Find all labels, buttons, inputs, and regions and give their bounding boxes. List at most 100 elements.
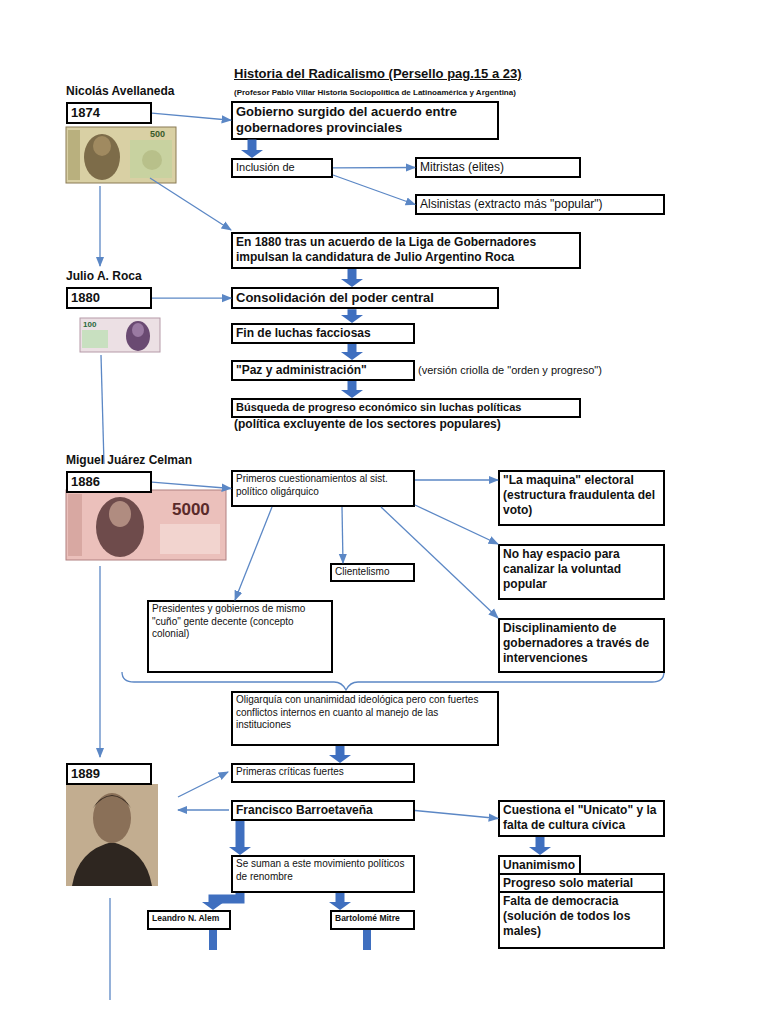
president-name: Nicolás Avellaneda xyxy=(66,84,175,98)
box-text: "Paz y administración" xyxy=(236,363,410,378)
leader-line xyxy=(150,178,231,230)
photo-beard xyxy=(100,830,124,838)
continuation-bar xyxy=(209,930,217,950)
box-text: En 1880 tras un acuerdo de la Liga de Go… xyxy=(236,235,576,265)
box-text: Cuestiona el "Unicato" y la falta de cul… xyxy=(503,803,660,833)
box-text: Fin de luchas facciosas xyxy=(236,326,410,341)
banknote-seal xyxy=(142,150,162,170)
box-text: 1880 xyxy=(71,290,147,306)
connector-line xyxy=(152,297,231,298)
photo-background xyxy=(66,784,158,886)
box-text: Gobierno surgido del acuerdo entre gober… xyxy=(236,104,494,137)
arrow-head xyxy=(202,902,224,910)
box-text: Primeras críticas fuertes xyxy=(236,766,410,779)
text-box: 1880 xyxy=(66,287,152,309)
arrow-head xyxy=(329,755,351,763)
banknote-portrait xyxy=(84,134,120,180)
connector xyxy=(341,309,363,323)
photo-suit xyxy=(72,842,152,886)
box-text: Disciplinamiento de gobernadores a travé… xyxy=(503,621,660,666)
connector-line xyxy=(381,507,498,618)
continuation-bar xyxy=(363,930,371,950)
text-box: Oligarquía con unanimidad ideológica per… xyxy=(231,691,499,746)
connector xyxy=(152,113,231,120)
text-box: Mitristas (elites) xyxy=(415,157,581,178)
connector xyxy=(329,746,351,763)
arrow-head xyxy=(341,390,363,398)
connector-shaft xyxy=(348,269,357,280)
connector-shaft xyxy=(336,893,345,903)
box-text: Primeros cuestionamientos al sist. polít… xyxy=(236,473,410,498)
connector-line xyxy=(415,505,498,544)
box-text: Búsqueda de progreso económico sin lucha… xyxy=(236,401,576,415)
text-box: Gobierno surgido del acuerdo entre gober… xyxy=(231,101,499,140)
connector xyxy=(342,507,343,563)
connector-shaft xyxy=(213,893,240,903)
text-box: Disciplinamiento de gobernadores a travé… xyxy=(498,618,665,673)
connector xyxy=(415,811,498,819)
text-box: Presidentes y gobiernos de mismo "cuño" … xyxy=(147,600,333,673)
box-text: 1874 xyxy=(71,105,147,121)
connector-line xyxy=(342,507,343,563)
connector xyxy=(341,269,363,287)
text-box: Leandro N. Alem xyxy=(147,910,231,930)
box-text: 1886 xyxy=(71,474,147,490)
connector xyxy=(341,344,363,360)
text-box: "Paz y administración" xyxy=(231,360,415,381)
banknote-500 xyxy=(66,127,176,183)
banknote-panel xyxy=(82,330,108,348)
leader-line xyxy=(99,566,100,757)
box-text: Consolidación del poder central xyxy=(236,290,494,306)
connector xyxy=(152,482,231,488)
portrait-photo xyxy=(66,784,158,886)
connector xyxy=(333,167,415,168)
box-text: Bartolomé Mitre xyxy=(335,913,410,924)
connector-line xyxy=(415,811,498,819)
president-name: Julio A. Roca xyxy=(66,269,142,283)
subtitle-note: (Profesor Pablo Villar Historia Sociopol… xyxy=(234,88,516,98)
text-box: Primeras críticas fuertes xyxy=(231,763,415,783)
box-text: "La maquina" electoral (estructura fraud… xyxy=(503,473,660,518)
connector xyxy=(329,893,351,910)
connector xyxy=(152,298,231,299)
box-text: Progreso solo material xyxy=(503,876,660,891)
banknote-body xyxy=(80,318,160,352)
leader-line xyxy=(101,355,104,464)
connector xyxy=(235,507,272,600)
banknote-face xyxy=(109,501,131,527)
connector-line xyxy=(333,175,415,205)
connector-line xyxy=(333,167,415,169)
grouping-brace xyxy=(122,672,664,690)
box-text: No hay espacio para canalizar la volunta… xyxy=(503,547,660,592)
box-text: 1889 xyxy=(71,766,147,782)
president-name: Miguel Juárez Celman xyxy=(66,453,192,467)
text-box: Búsqueda de progreso económico sin lucha… xyxy=(231,398,581,418)
arrow-head xyxy=(341,279,363,287)
banknote-body xyxy=(66,127,176,183)
connector-line xyxy=(415,479,498,480)
text-box: No hay espacio para canalizar la volunta… xyxy=(498,544,665,600)
text-box: Falta de democracia (solución de todos l… xyxy=(498,891,665,949)
banknote-panel xyxy=(160,524,220,554)
arrow-head xyxy=(241,150,263,158)
box-text: Presidentes y gobiernos de mismo "cuño" … xyxy=(152,603,328,641)
box-text: Unanimismo xyxy=(503,858,576,873)
connector xyxy=(333,175,415,205)
banknote-body xyxy=(66,490,226,560)
banknote-strip xyxy=(68,494,82,556)
text-box: 1886 xyxy=(66,471,152,493)
text-box: Fin de luchas facciosas xyxy=(231,323,415,344)
connector xyxy=(529,837,551,855)
text-box: En 1880 tras un acuerdo de la Liga de Go… xyxy=(231,232,581,269)
side-note: (versión criolla de "orden y progreso") xyxy=(418,364,602,377)
banknote-panel xyxy=(130,140,172,178)
arrow-head xyxy=(229,847,251,855)
text-box: 1874 xyxy=(66,102,152,124)
connector xyxy=(415,505,498,544)
text-box: Inclusión de xyxy=(231,158,333,178)
side-note: (política excluyente de los sectores pop… xyxy=(234,417,501,431)
box-text: Se suman a este movimiento políticos de … xyxy=(236,858,410,883)
connector-line xyxy=(152,482,231,488)
connector-shaft xyxy=(248,140,257,152)
